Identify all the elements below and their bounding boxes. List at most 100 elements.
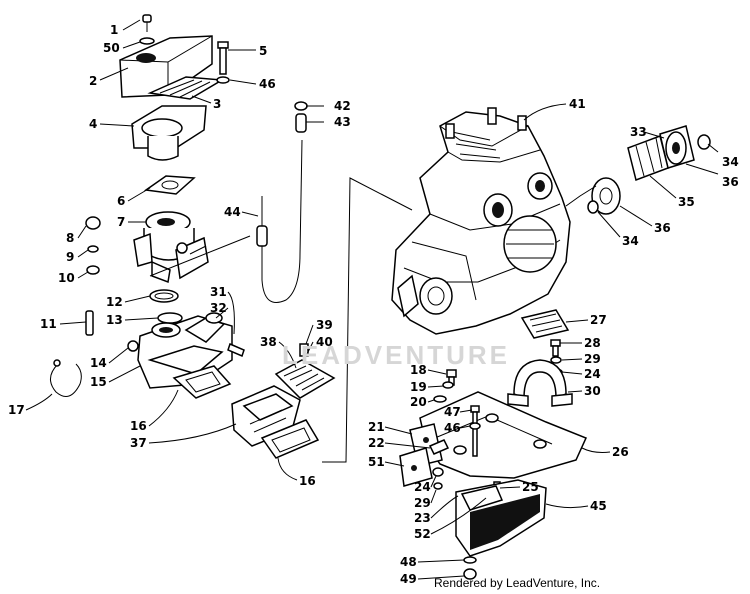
part-silencer-base-4 bbox=[131, 105, 207, 161]
credit-text: Rendered by LeadVenture, Inc. bbox=[434, 576, 601, 590]
callout-36b: 36 bbox=[654, 221, 671, 235]
callout-5: 5 bbox=[259, 44, 267, 58]
part-bolt-47 bbox=[470, 405, 480, 457]
callout-23: 23 bbox=[414, 511, 431, 525]
callout-31: 31 bbox=[210, 285, 227, 299]
callout-45: 45 bbox=[590, 499, 607, 513]
callout-37: 37 bbox=[130, 436, 147, 450]
callout-34a: 34 bbox=[722, 155, 739, 169]
part-cable-end-42 bbox=[294, 101, 308, 111]
callout-29b: 29 bbox=[414, 496, 431, 510]
callout-24a: 24 bbox=[584, 367, 601, 381]
callout-52: 52 bbox=[414, 527, 431, 541]
callout-21: 21 bbox=[368, 420, 385, 434]
part-nut-49 bbox=[463, 568, 477, 580]
callout-25: 25 bbox=[522, 480, 539, 494]
part-flange-36 bbox=[565, 177, 621, 215]
part-cable-adjuster-43 bbox=[295, 113, 307, 133]
part-engine-41 bbox=[391, 107, 571, 335]
part-washer-46 bbox=[216, 76, 230, 84]
callout-29a: 29 bbox=[584, 352, 601, 366]
callout-46: 46 bbox=[259, 77, 276, 91]
part-shield-45 bbox=[455, 479, 547, 557]
part-bolt-22 bbox=[428, 439, 450, 455]
part-gasket-16a bbox=[172, 365, 232, 399]
part-damper-35 bbox=[627, 135, 669, 181]
callout-12: 12 bbox=[106, 295, 123, 309]
part-reed-stop-39 bbox=[299, 343, 309, 357]
part-washer-29b bbox=[433, 482, 443, 490]
part-washer-29a bbox=[550, 356, 562, 364]
part-spring-clamp-17 bbox=[50, 359, 82, 397]
callout-10: 10 bbox=[58, 271, 75, 285]
part-cap-8 bbox=[85, 216, 101, 230]
part-washer-50 bbox=[139, 37, 155, 45]
callout-11: 11 bbox=[40, 317, 57, 331]
callout-27: 27 bbox=[590, 313, 607, 327]
part-nut-24b bbox=[432, 467, 444, 477]
callout-48: 48 bbox=[400, 555, 417, 569]
part-ring-9 bbox=[87, 245, 99, 253]
callout-22: 22 bbox=[368, 436, 385, 450]
callout-9: 9 bbox=[66, 250, 74, 264]
callout-36a: 36 bbox=[722, 175, 739, 189]
callout-46b: 46 bbox=[444, 421, 461, 435]
part-coupler-33 bbox=[659, 125, 695, 169]
callout-15: 15 bbox=[90, 375, 107, 389]
callout-24b: 24 bbox=[414, 480, 431, 494]
part-bolt-28 bbox=[550, 339, 561, 357]
part-carburetor-7 bbox=[133, 211, 209, 284]
callout-32: 32 bbox=[210, 301, 227, 315]
callout-43: 43 bbox=[334, 115, 351, 129]
callout-40: 40 bbox=[316, 335, 333, 349]
callout-44: 44 bbox=[224, 205, 241, 219]
callout-18: 18 bbox=[410, 363, 427, 377]
callout-33: 33 bbox=[630, 125, 647, 139]
part-washer-10 bbox=[86, 265, 100, 275]
callout-16a: 16 bbox=[130, 419, 147, 433]
part-stud-11 bbox=[85, 310, 94, 336]
callout-8: 8 bbox=[66, 231, 74, 245]
part-clamp-12 bbox=[149, 289, 179, 303]
part-washer-34b bbox=[587, 200, 599, 214]
callout-30: 30 bbox=[584, 384, 601, 398]
callout-14: 14 bbox=[90, 356, 107, 370]
callout-38: 38 bbox=[260, 335, 277, 349]
callout-28: 28 bbox=[584, 336, 601, 350]
part-screw-14 bbox=[127, 340, 139, 352]
callout-50: 50 bbox=[103, 41, 120, 55]
part-gasket-16b bbox=[260, 419, 320, 459]
callout-42: 42 bbox=[334, 99, 351, 113]
callout-16b: 16 bbox=[299, 474, 316, 488]
callout-41: 41 bbox=[569, 97, 586, 111]
callout-49: 49 bbox=[400, 572, 417, 586]
part-decal-27 bbox=[520, 309, 570, 339]
part-stud-32 bbox=[205, 312, 245, 358]
part-washer-20 bbox=[433, 395, 447, 403]
callout-7: 7 bbox=[117, 215, 125, 229]
callout-26: 26 bbox=[612, 445, 629, 459]
part-clamp-13 bbox=[157, 312, 183, 324]
callout-51: 51 bbox=[368, 455, 385, 469]
callout-6: 6 bbox=[117, 194, 125, 208]
watermark: LEADVENTURE bbox=[282, 340, 511, 370]
callout-3: 3 bbox=[213, 97, 221, 111]
part-choke-cable-44 bbox=[149, 139, 303, 303]
part-gasket-6 bbox=[143, 175, 196, 195]
callout-35: 35 bbox=[678, 195, 695, 209]
callout-47: 47 bbox=[444, 405, 461, 419]
part-bolt-5 bbox=[217, 41, 229, 75]
assembly-leader-line bbox=[322, 177, 413, 463]
part-bracket-51 bbox=[399, 447, 433, 487]
callout-17: 17 bbox=[8, 403, 25, 417]
callout-34b: 34 bbox=[622, 234, 639, 248]
part-screw-1 bbox=[142, 14, 152, 32]
part-washer-34a bbox=[697, 134, 711, 150]
callout-20: 20 bbox=[410, 395, 427, 409]
callout-2: 2 bbox=[89, 74, 97, 88]
part-washer-46b bbox=[469, 422, 481, 430]
leader-lines bbox=[25, 19, 719, 580]
callout-4: 4 bbox=[89, 117, 97, 131]
callout-13: 13 bbox=[106, 313, 123, 327]
